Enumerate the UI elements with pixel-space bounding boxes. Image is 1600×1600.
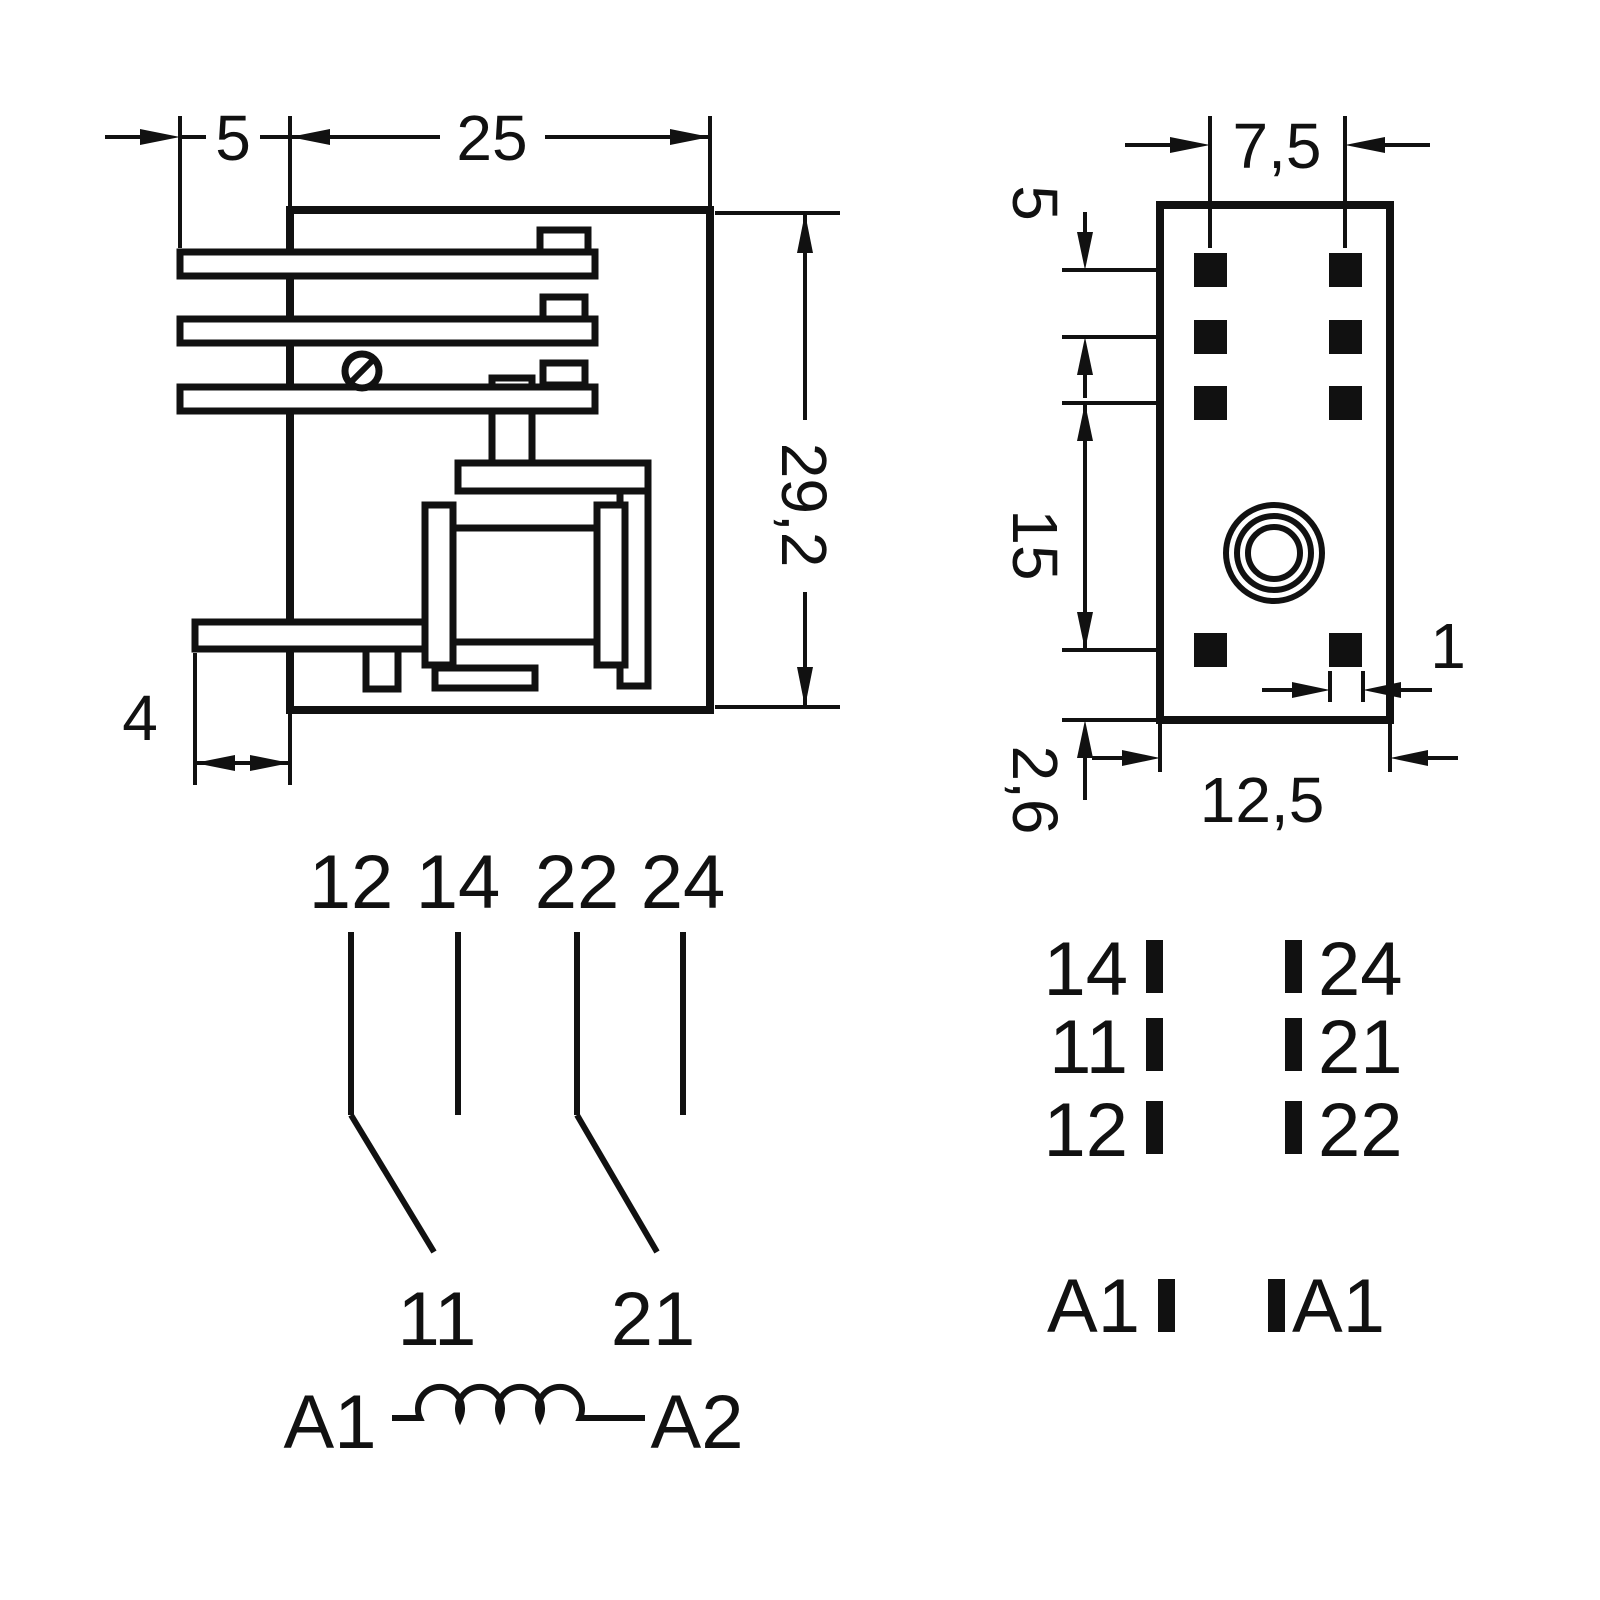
arrowhead <box>250 755 290 771</box>
face-view: 7,5 5 15 2,6 <box>999 110 1466 836</box>
pin-mark <box>1285 940 1302 993</box>
terminal-label-11: 11 <box>398 1277 477 1362</box>
terminal-label-12: 12 <box>309 840 394 925</box>
terminal-label-14: 14 <box>416 840 501 925</box>
dim-label: 29,2 <box>768 443 840 568</box>
arrowhead <box>1122 750 1160 766</box>
terminal-pin-4 <box>191 618 429 653</box>
dim-label: 12,5 <box>1200 764 1325 836</box>
dim-pin-offset-top: 5 <box>105 102 290 248</box>
dim-label: 15 <box>999 509 1071 580</box>
terminal-pad <box>1194 633 1227 667</box>
dim-label: 7,5 <box>1233 110 1322 182</box>
arrowhead <box>1345 137 1385 153</box>
contact-blade-21 <box>574 1113 660 1254</box>
mounting-hole-middle <box>1234 513 1314 593</box>
dim-body-width: 25 <box>288 102 712 206</box>
dim-label: 5 <box>999 185 1071 221</box>
contact-blade-11 <box>348 1113 437 1254</box>
dim-bottom-offset: 2,6 <box>999 718 1157 835</box>
dim-label: 1 <box>1430 610 1466 682</box>
coil-winding <box>392 1383 645 1426</box>
yoke-top <box>454 459 652 495</box>
pin-support <box>362 645 402 693</box>
pin-mark <box>1158 1279 1175 1332</box>
pin-mark <box>1146 1018 1163 1071</box>
dim-pin-offset-bottom: 4 <box>122 653 292 785</box>
dim-body-height: 29,2 <box>715 211 840 709</box>
pin-label: 21 <box>1318 1005 1403 1090</box>
terminal-pad <box>1329 253 1362 287</box>
pin-mark <box>1285 1101 1302 1154</box>
dim-label: 5 <box>215 102 251 174</box>
terminal-pad <box>1329 320 1362 354</box>
pin-label: 22 <box>1318 1088 1403 1173</box>
arrowhead <box>290 129 330 145</box>
pin-label: 24 <box>1318 927 1403 1012</box>
coil-symbol: A1 A2 <box>284 1380 744 1465</box>
terminal-label-21: 21 <box>611 1277 696 1362</box>
dim-pad-width: 1 <box>1262 610 1466 702</box>
arrowhead <box>1390 750 1428 766</box>
relay-mechanism <box>362 226 652 693</box>
arrowhead <box>1170 137 1210 153</box>
dim-label: 25 <box>456 102 527 174</box>
arrowhead <box>195 755 235 771</box>
pin-label: A1 <box>1292 1264 1385 1349</box>
terminal-pin-2 <box>176 315 599 347</box>
coil-body <box>449 524 601 646</box>
terminal-pad <box>1194 253 1227 287</box>
arrowhead <box>1363 682 1401 698</box>
pin-label: A1 <box>1047 1264 1140 1349</box>
coil-flange-right <box>593 501 629 669</box>
dim-label: 2,6 <box>999 746 1071 835</box>
terminal-pin-1 <box>176 248 599 280</box>
coil-label-a2: A2 <box>651 1380 744 1465</box>
dim-row-pitch: 5 <box>999 185 1156 398</box>
dim-mid-span: 15 <box>999 401 1156 652</box>
terminal-label-24: 24 <box>641 840 726 925</box>
arrowhead <box>140 129 180 145</box>
arrowhead <box>1077 612 1093 650</box>
pin-label: 11 <box>1049 1005 1128 1090</box>
pin-mark <box>1146 940 1163 993</box>
pin-mark <box>1285 1018 1302 1071</box>
pin-mark <box>1268 1279 1285 1332</box>
pin-label: 14 <box>1043 927 1128 1012</box>
screw-head <box>341 350 383 392</box>
side-view: 5 25 29,2 4 <box>105 102 840 785</box>
terminal-pad <box>1194 386 1227 420</box>
contact-schematic: 12 14 22 24 11 21 A1 A2 <box>284 840 744 1465</box>
terminal-pin-3 <box>176 383 599 415</box>
mounting-hole-outer <box>1223 502 1325 604</box>
pin-designation-table: 14 24 11 21 12 22 A1 A1 <box>1043 927 1402 1349</box>
arrowhead <box>670 129 710 145</box>
arrowhead <box>1077 720 1093 758</box>
arrowhead <box>1077 337 1093 375</box>
dim-pad-pitch: 7,5 <box>1125 110 1430 248</box>
terminal-pad <box>1329 386 1362 420</box>
arrowhead <box>1077 232 1093 270</box>
screw-slot <box>346 354 379 387</box>
dim-label: 4 <box>122 682 158 754</box>
terminal-label-22: 22 <box>535 840 620 925</box>
pin-label: 12 <box>1043 1088 1128 1173</box>
terminal-pad <box>1194 320 1227 354</box>
terminal-pad <box>1329 633 1362 667</box>
coil-label-a1: A1 <box>284 1380 377 1465</box>
mounting-hole-inner <box>1245 524 1303 582</box>
arrowhead <box>797 213 813 253</box>
coil-flange-left <box>421 501 457 669</box>
mounting-hole <box>1223 502 1325 604</box>
arrowhead <box>1077 403 1093 441</box>
mount-foot <box>431 664 539 692</box>
arrowhead <box>797 667 813 707</box>
arrowhead <box>1292 682 1330 698</box>
contact-tab-3 <box>539 359 589 389</box>
dim-socket-width: 12,5 <box>1092 724 1458 836</box>
pin-mark <box>1146 1101 1163 1154</box>
